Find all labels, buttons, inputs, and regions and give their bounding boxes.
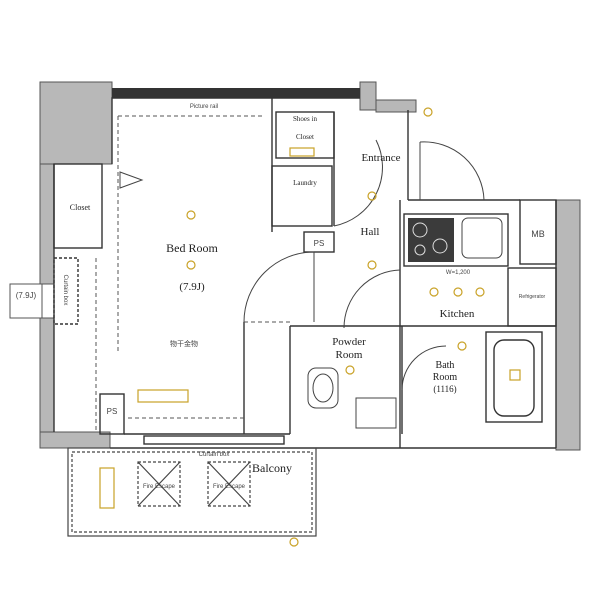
dashed-lines [95,115,290,432]
label-powder-2: Room [336,349,363,361]
dimension-marker: (7.9J) [9,283,43,319]
label-bath-1: Bath [436,360,455,371]
label-hall: Hall [361,226,380,238]
label-closet-top: Closet [296,133,314,141]
label-dimension: (7.9J) [16,291,37,300]
label-ps-hall: PS [314,239,325,248]
label-closet-left: Closet [70,203,91,212]
label-kitchen-width: W=1,200 [446,270,471,276]
label-balcony: Balcony [252,461,292,475]
label-kitchen: Kitchen [440,308,475,320]
label-powder-1: Powder [332,336,366,348]
label-fire-escape-2: Fire Escape [213,484,246,490]
label-indoor-drying: 物干金物 [170,339,198,348]
room-labels: Bed Room (7.9J) Hall Entrance Kitchen Po… [70,115,475,475]
label-bath-2: Room [433,372,458,383]
label-refrigerator: Refrigerator [519,294,546,300]
top-wall-hatched [112,88,360,99]
kitchen-fixtures [408,217,503,262]
label-shoes-in: Shoes in [293,115,317,123]
interior-walls [53,97,557,449]
label-picture-rail: Picture rail [190,104,218,110]
balcony [67,447,317,537]
label-mb: MB [531,229,545,239]
door-swings [119,139,485,391]
toilet [307,367,397,429]
label-fire-escape-1: Fire Escape [143,484,176,490]
label-bed-room-size: (7.9J) [179,281,205,293]
label-curtain-box-side: Curtain box [62,275,68,306]
electrical-symbols [99,107,521,547]
fixture-labels: PS PS MB W=1,200 Picture rail Curtain bo… [62,104,546,490]
label-curtain-box: Curtain box [199,452,230,458]
label-laundry: Laundry [293,179,317,187]
label-bath-size: (1116) [433,384,456,394]
label-ps-bedroom: PS [107,407,118,416]
label-entrance: Entrance [361,152,400,164]
exterior-walls [39,81,581,451]
label-bed-room: Bed Room [166,241,218,255]
